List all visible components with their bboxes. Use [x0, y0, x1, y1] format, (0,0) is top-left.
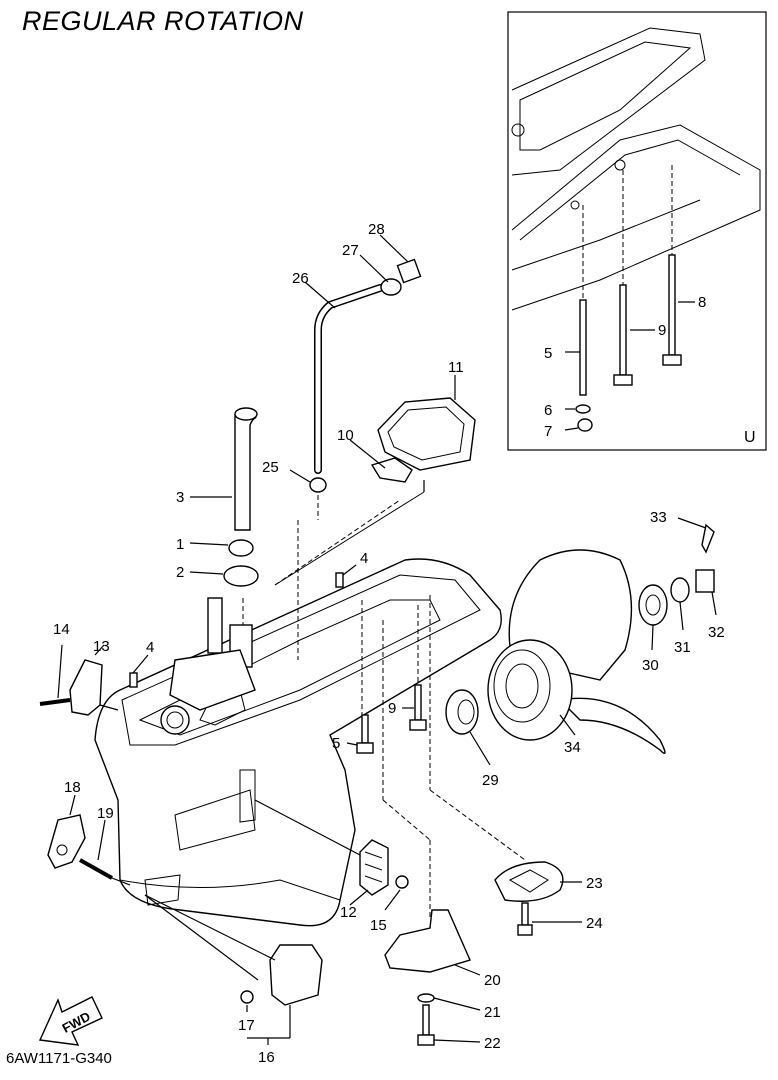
propeller-34: [487, 549, 666, 754]
callout-27: 27: [342, 242, 359, 259]
callout-20: 20: [484, 972, 501, 989]
callout-34: 34: [564, 739, 581, 756]
callout-5-inset: 5: [544, 345, 552, 362]
callout-31: 31: [674, 639, 691, 656]
callout-17: 17: [238, 1017, 255, 1034]
dowel-pin-4b: [129, 672, 138, 688]
callout-16: 16: [258, 1049, 275, 1066]
callout-13: 13: [93, 638, 110, 655]
bolt-8: [668, 254, 676, 356]
water-pipe-3: [234, 414, 257, 531]
callout-10: 10: [337, 427, 354, 444]
inset-view: U: [507, 11, 767, 451]
nut-7: [577, 418, 593, 432]
callout-1: 1: [176, 536, 184, 553]
seal-2: [223, 565, 259, 587]
callout-6: 6: [544, 402, 552, 419]
cover-13: [69, 659, 103, 716]
thrust-washer-29: [445, 689, 479, 735]
drawing-code: 6AW1171-G340: [6, 1050, 112, 1067]
washer-6: [575, 404, 591, 414]
callout-7: 7: [544, 423, 552, 440]
grommet-27: [380, 278, 402, 296]
anode-23: [494, 861, 564, 902]
seal-1: [228, 539, 254, 557]
callout-2: 2: [176, 564, 184, 581]
callout-19: 19: [97, 805, 114, 822]
bolt-24: [521, 902, 529, 926]
fwd-arrow-icon: FWD: [38, 996, 103, 1046]
washer-31: [670, 577, 690, 603]
callout-labels: 1 2 3 4 4 5 5 6 7 8 9 9 10 11 12 13 14 1…: [53, 221, 725, 1066]
callout-26: 26: [292, 270, 309, 287]
drive-shaft: [207, 597, 223, 654]
bolt-5: [361, 714, 369, 744]
lower-casing: [94, 558, 502, 927]
callout-29: 29: [482, 772, 499, 789]
cotter-pin-33: [701, 523, 715, 554]
callout-12: 12: [340, 904, 357, 921]
bolt-9-main: [414, 684, 422, 721]
trim-tab-20: [384, 909, 471, 973]
inset-frame: [507, 11, 767, 451]
cover-18: [47, 814, 86, 869]
callout-5: 5: [332, 735, 340, 752]
gasket-10: [370, 457, 413, 483]
anode-16: [269, 944, 323, 1006]
nut-17: [240, 990, 254, 1004]
callout-25: 25: [262, 459, 279, 476]
spacer-30: [638, 584, 668, 626]
callout-32: 32: [708, 624, 725, 641]
grommet-25: [309, 477, 327, 493]
holder-28: [396, 258, 422, 284]
bolt-19: [79, 858, 113, 880]
callout-24: 24: [586, 915, 603, 932]
callout-21: 21: [484, 1004, 501, 1021]
callout-22: 22: [484, 1035, 501, 1052]
callout-4a: 4: [360, 550, 368, 567]
page-title: REGULAR ROTATION: [22, 6, 304, 36]
nut-32: [695, 569, 715, 593]
callout-14: 14: [53, 621, 70, 638]
callout-9: 9: [388, 700, 396, 717]
callout-33: 33: [650, 509, 667, 526]
callout-11: 11: [448, 359, 464, 376]
callout-30: 30: [642, 657, 659, 674]
callout-4b: 4: [146, 639, 154, 656]
callout-23: 23: [586, 875, 603, 892]
inset-tag: U: [744, 429, 756, 446]
dowel-pin-4a: [335, 572, 344, 588]
callout-15: 15: [370, 917, 387, 934]
callout-18: 18: [64, 779, 81, 796]
pump-case: [169, 649, 256, 711]
callout-3: 3: [176, 489, 184, 506]
nut-15: [395, 875, 409, 889]
callout-9-inset: 9: [658, 322, 666, 339]
bolt-22: [422, 1004, 430, 1036]
callout-28: 28: [368, 221, 385, 238]
stud-bolt-5: [579, 299, 587, 396]
callout-8: 8: [698, 294, 706, 311]
bolt-9: [619, 284, 627, 376]
washer-21: [417, 993, 435, 1003]
